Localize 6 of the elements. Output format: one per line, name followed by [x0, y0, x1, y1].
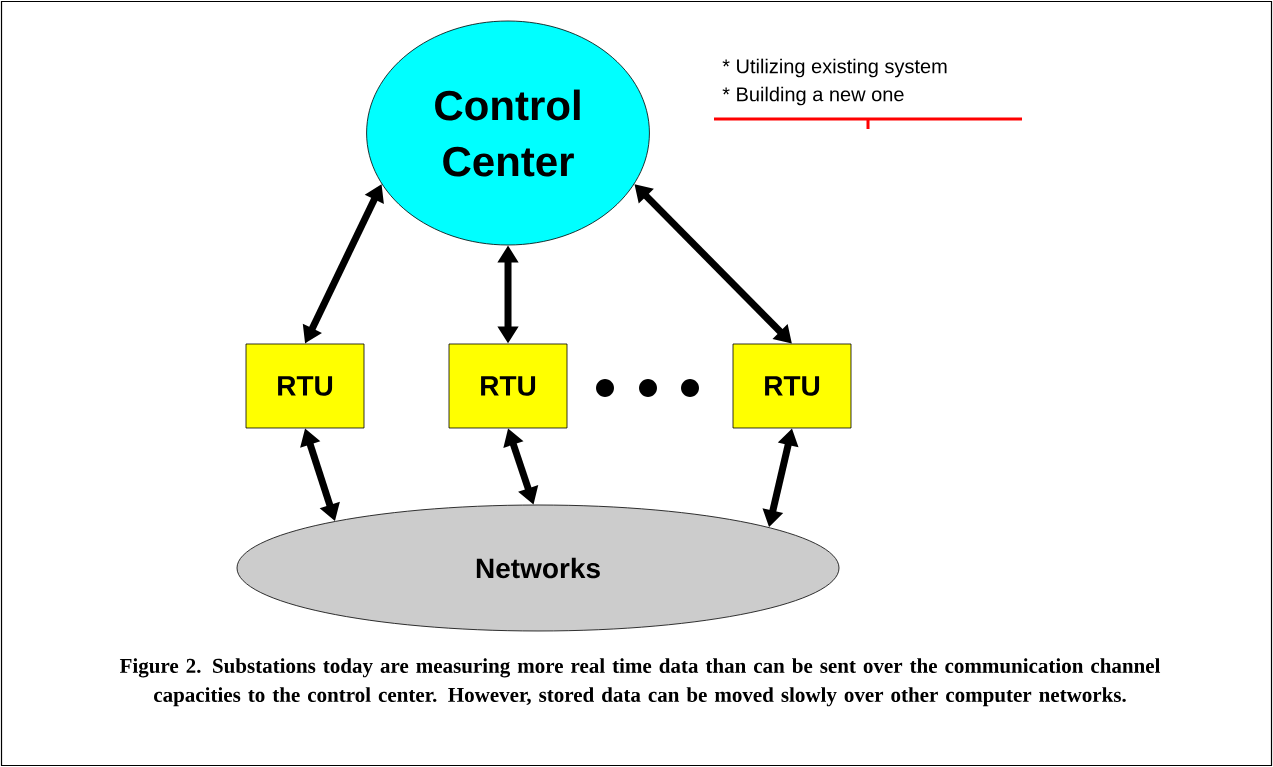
- rtu-box: RTU: [732, 343, 852, 429]
- rtu-box: RTU: [245, 343, 365, 429]
- note-text: * Utilizing existing system: [722, 58, 947, 78]
- caption: Figure 2. Substations today are measuring more real time data than can be sent over the communication channel capacities to the control center. However, stored data can be moved slowly over other computer networks.: [119, 658, 1161, 707]
- note-text: * Building a new one: [722, 86, 904, 106]
- rtu-box: RTU: [448, 343, 568, 429]
